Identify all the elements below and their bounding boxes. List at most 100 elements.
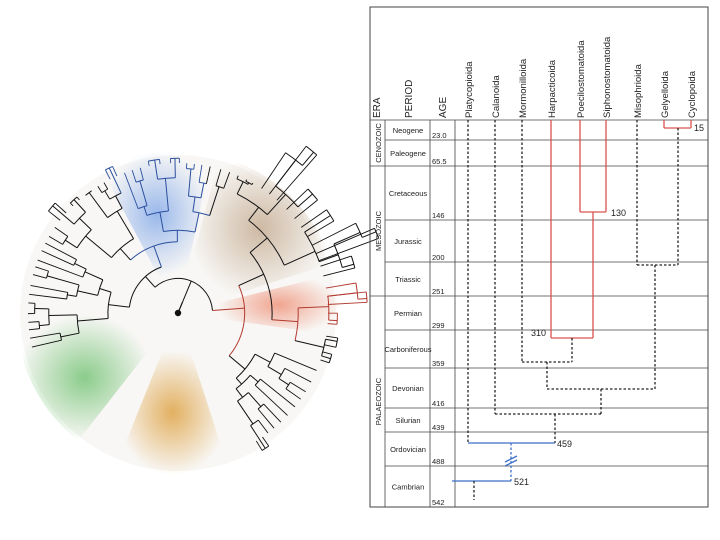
tree-branches <box>27 145 380 451</box>
tree-arc <box>163 229 196 233</box>
tree-branch <box>320 359 330 364</box>
tree-arc <box>249 252 273 320</box>
axis-break-mark-1 <box>504 455 518 463</box>
period-age: 65.5 <box>432 157 447 166</box>
tree-branch <box>298 306 329 309</box>
tree-branch <box>194 212 200 233</box>
header-era: ERA <box>372 97 383 118</box>
tree-branch <box>67 294 77 297</box>
tree-branch <box>97 185 103 193</box>
tree-arc <box>186 168 194 170</box>
tree-arc <box>237 392 249 402</box>
tree-branch <box>319 254 339 263</box>
tree-branch <box>325 282 357 289</box>
taxon-label: Mormonilloida <box>518 58 529 118</box>
taxon-label: Harpacticoida <box>547 59 558 118</box>
tree-branch <box>74 263 87 270</box>
red-clade-highlight <box>216 273 341 336</box>
tree-branch <box>326 335 338 339</box>
circular-phylogenetic-tree <box>16 145 380 476</box>
tree-branch <box>327 291 367 297</box>
tree-branch <box>263 403 282 423</box>
tree-branch <box>284 367 312 383</box>
tree-arc <box>248 219 285 266</box>
tree-branch <box>250 425 266 449</box>
tree-branch <box>315 227 375 255</box>
blue-clade-highlight <box>101 151 212 278</box>
tree-branch <box>205 166 211 184</box>
tree-branch <box>193 163 195 170</box>
tree-branch <box>278 378 289 386</box>
tree-branch <box>236 175 239 179</box>
tree-branch <box>250 374 259 383</box>
tree-arc <box>335 337 339 348</box>
tree-arc <box>350 255 356 269</box>
era-label: PALAEOZOIC <box>374 377 383 425</box>
tree-branch <box>297 193 313 208</box>
tree-branch <box>212 307 245 311</box>
period-name: Paleogene <box>390 149 426 158</box>
tree-branch <box>77 318 109 322</box>
tree-branch <box>238 273 264 286</box>
tree-branch <box>254 384 288 416</box>
tree-branch <box>103 182 109 190</box>
tree-branch <box>28 328 40 331</box>
period-rows: Neogene23.0Paleogene65.5Cretaceous146Jur… <box>370 126 708 508</box>
tree-arc <box>105 165 113 171</box>
tree-branch <box>285 388 302 400</box>
tree-branch <box>254 353 271 363</box>
taxon-label: Siphonostomatoida <box>602 36 613 118</box>
tree-branch <box>266 194 286 215</box>
tree-branch <box>187 168 192 197</box>
tree-branch <box>235 377 242 385</box>
tree-branch <box>159 159 161 165</box>
tree-branch <box>262 436 270 447</box>
tree-branch <box>104 190 111 200</box>
tree-branch <box>131 170 137 183</box>
tree-arc <box>365 291 368 303</box>
tree-branch <box>325 338 338 342</box>
node-age-310: 310 <box>531 328 546 338</box>
taxon-label: Misophrioida <box>633 63 644 118</box>
tree-branch <box>306 220 335 238</box>
tree-branch <box>237 400 254 425</box>
period-age: 251 <box>432 287 445 296</box>
era-label: CENOZOIC <box>374 123 383 163</box>
period-age: 299 <box>432 321 445 330</box>
tree-branch <box>154 159 159 180</box>
tree-root-node <box>174 309 182 317</box>
tree-arc <box>48 308 50 325</box>
period-age: 146 <box>432 211 445 220</box>
tree-branch <box>294 199 318 219</box>
tree-branch <box>342 263 354 268</box>
tree-branch <box>76 196 80 201</box>
period-age: 542 <box>432 498 445 507</box>
tree-branch <box>139 167 144 181</box>
tree-branch <box>223 172 231 189</box>
tree-branch <box>294 340 324 348</box>
tree-branch <box>324 344 337 348</box>
tree-branch <box>261 152 286 189</box>
tree-arc <box>154 277 213 311</box>
tree-branch <box>289 381 306 393</box>
period-age: 439 <box>432 423 445 432</box>
tree-arc <box>235 374 251 390</box>
tree-branch <box>45 242 77 260</box>
tree-arc <box>257 403 265 410</box>
tree-branch <box>327 301 368 305</box>
tree-branch <box>362 231 377 238</box>
era-label: MESOZOIC <box>374 210 383 251</box>
tree-branch <box>271 319 298 323</box>
tree-branch <box>284 250 316 266</box>
header-period: PERIOD <box>404 80 415 118</box>
tree-branch <box>64 239 78 249</box>
tree-branch <box>248 206 260 221</box>
tree-branch <box>228 355 246 370</box>
tree-branch <box>248 392 262 407</box>
period-name: Neogene <box>393 126 423 135</box>
tree-branch <box>323 267 355 277</box>
taxon-label: Calanoida <box>491 75 502 118</box>
tree-arc <box>128 266 162 308</box>
tree-arc <box>109 192 122 200</box>
tree-arc <box>235 353 256 379</box>
